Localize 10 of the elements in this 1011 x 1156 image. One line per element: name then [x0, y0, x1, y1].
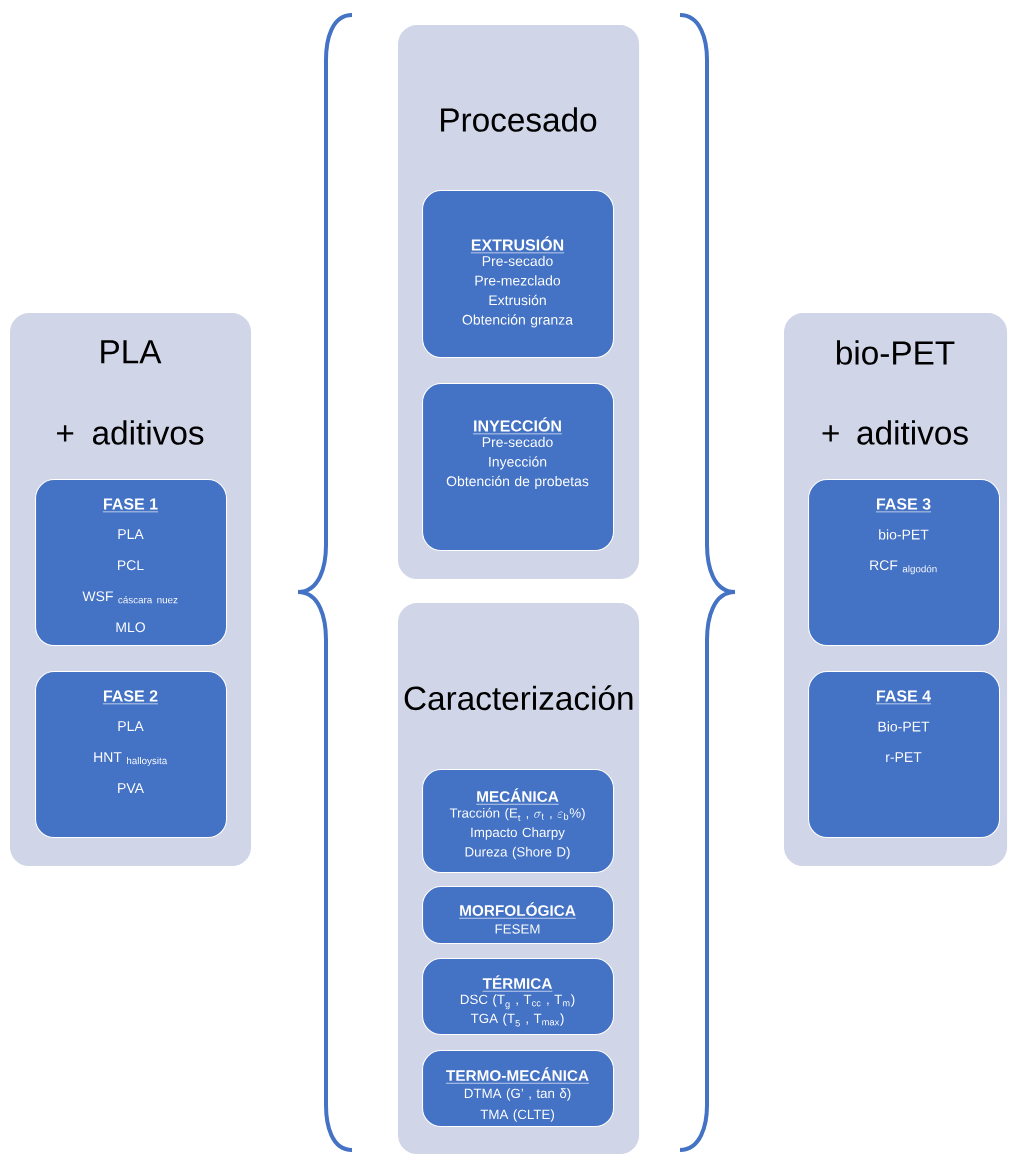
phase-box: FASE 1 PLA PCL $\text{WSF }_{\text{cáscara nuez}}$ MLO	[35, 479, 228, 647]
phase-box: INYECCIÓN Pre-secado Inyección Obtención de probetas	[422, 383, 615, 552]
phase-box: TERMO-MECÁNICA DTMA (G’ , tan δ) TMA (CLTE)	[422, 1050, 615, 1128]
phase-box: FASE 4 Bio-PET r-PET	[808, 671, 1001, 839]
phase-box: FASE 2 PLA $\text{HNT }_{\text{halloysita}}$ PVA	[35, 671, 228, 839]
phase-box: EXTRUSIÓN Pre-secado Pre-mezclado Extrusión Obtención granza	[422, 190, 615, 359]
phase-box: TÉRMICA $\text{DSC (T}_{\text{g}}\text{ , T}_{\text{cc}}\text{ , T}_{\text{m}}\text{)}$ $\text{TGA (T}_{\text{5}}\text{ , T}_{\text{max}}\text{)}$	[422, 958, 615, 1036]
phase-box: FASE 3 bio-PET $\text{RCF }_{\text{algodón}}$	[808, 479, 1001, 647]
phase-box: MECÁNICA $\text{Tracción (E}_{\text{t}}\text{ , }\sigma_{\text{t}}\text{ , }\varepsilon_{\text{b}}\text{\%)}$ Impacto Charpy Dureza (Shore D)	[422, 769, 615, 874]
phase-box: MORFOLÓGICA FESEM	[422, 886, 615, 945]
